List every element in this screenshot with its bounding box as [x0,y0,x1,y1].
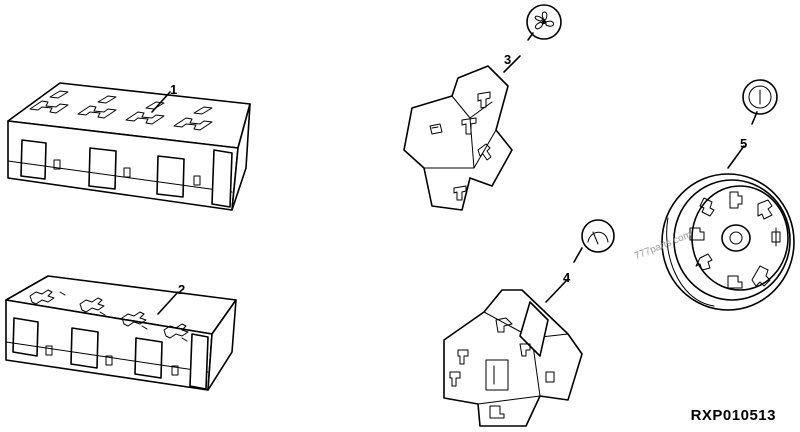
leader-4-symbol [573,247,583,263]
fan-icon [526,4,562,40]
leader-2 [157,291,179,315]
part-label-2: 2 [178,282,185,297]
leader-3 [503,55,521,73]
socket-4 [443,289,583,427]
relay-block-1 [7,82,251,211]
wiper-icon [581,219,615,253]
part-label-5: 5 [740,136,747,151]
leader-5 [727,145,745,169]
socket-5 [661,173,795,311]
socket-3 [403,65,513,211]
part-label-1: 1 [170,82,177,97]
reference-code: RXP010513 [690,407,776,424]
relay-block-2 [5,275,237,391]
part-label-4: 4 [563,270,571,285]
part-label-3: 3 [504,52,511,67]
leader-4 [545,279,568,303]
leader-1 [151,91,171,113]
power-icon [742,79,778,115]
